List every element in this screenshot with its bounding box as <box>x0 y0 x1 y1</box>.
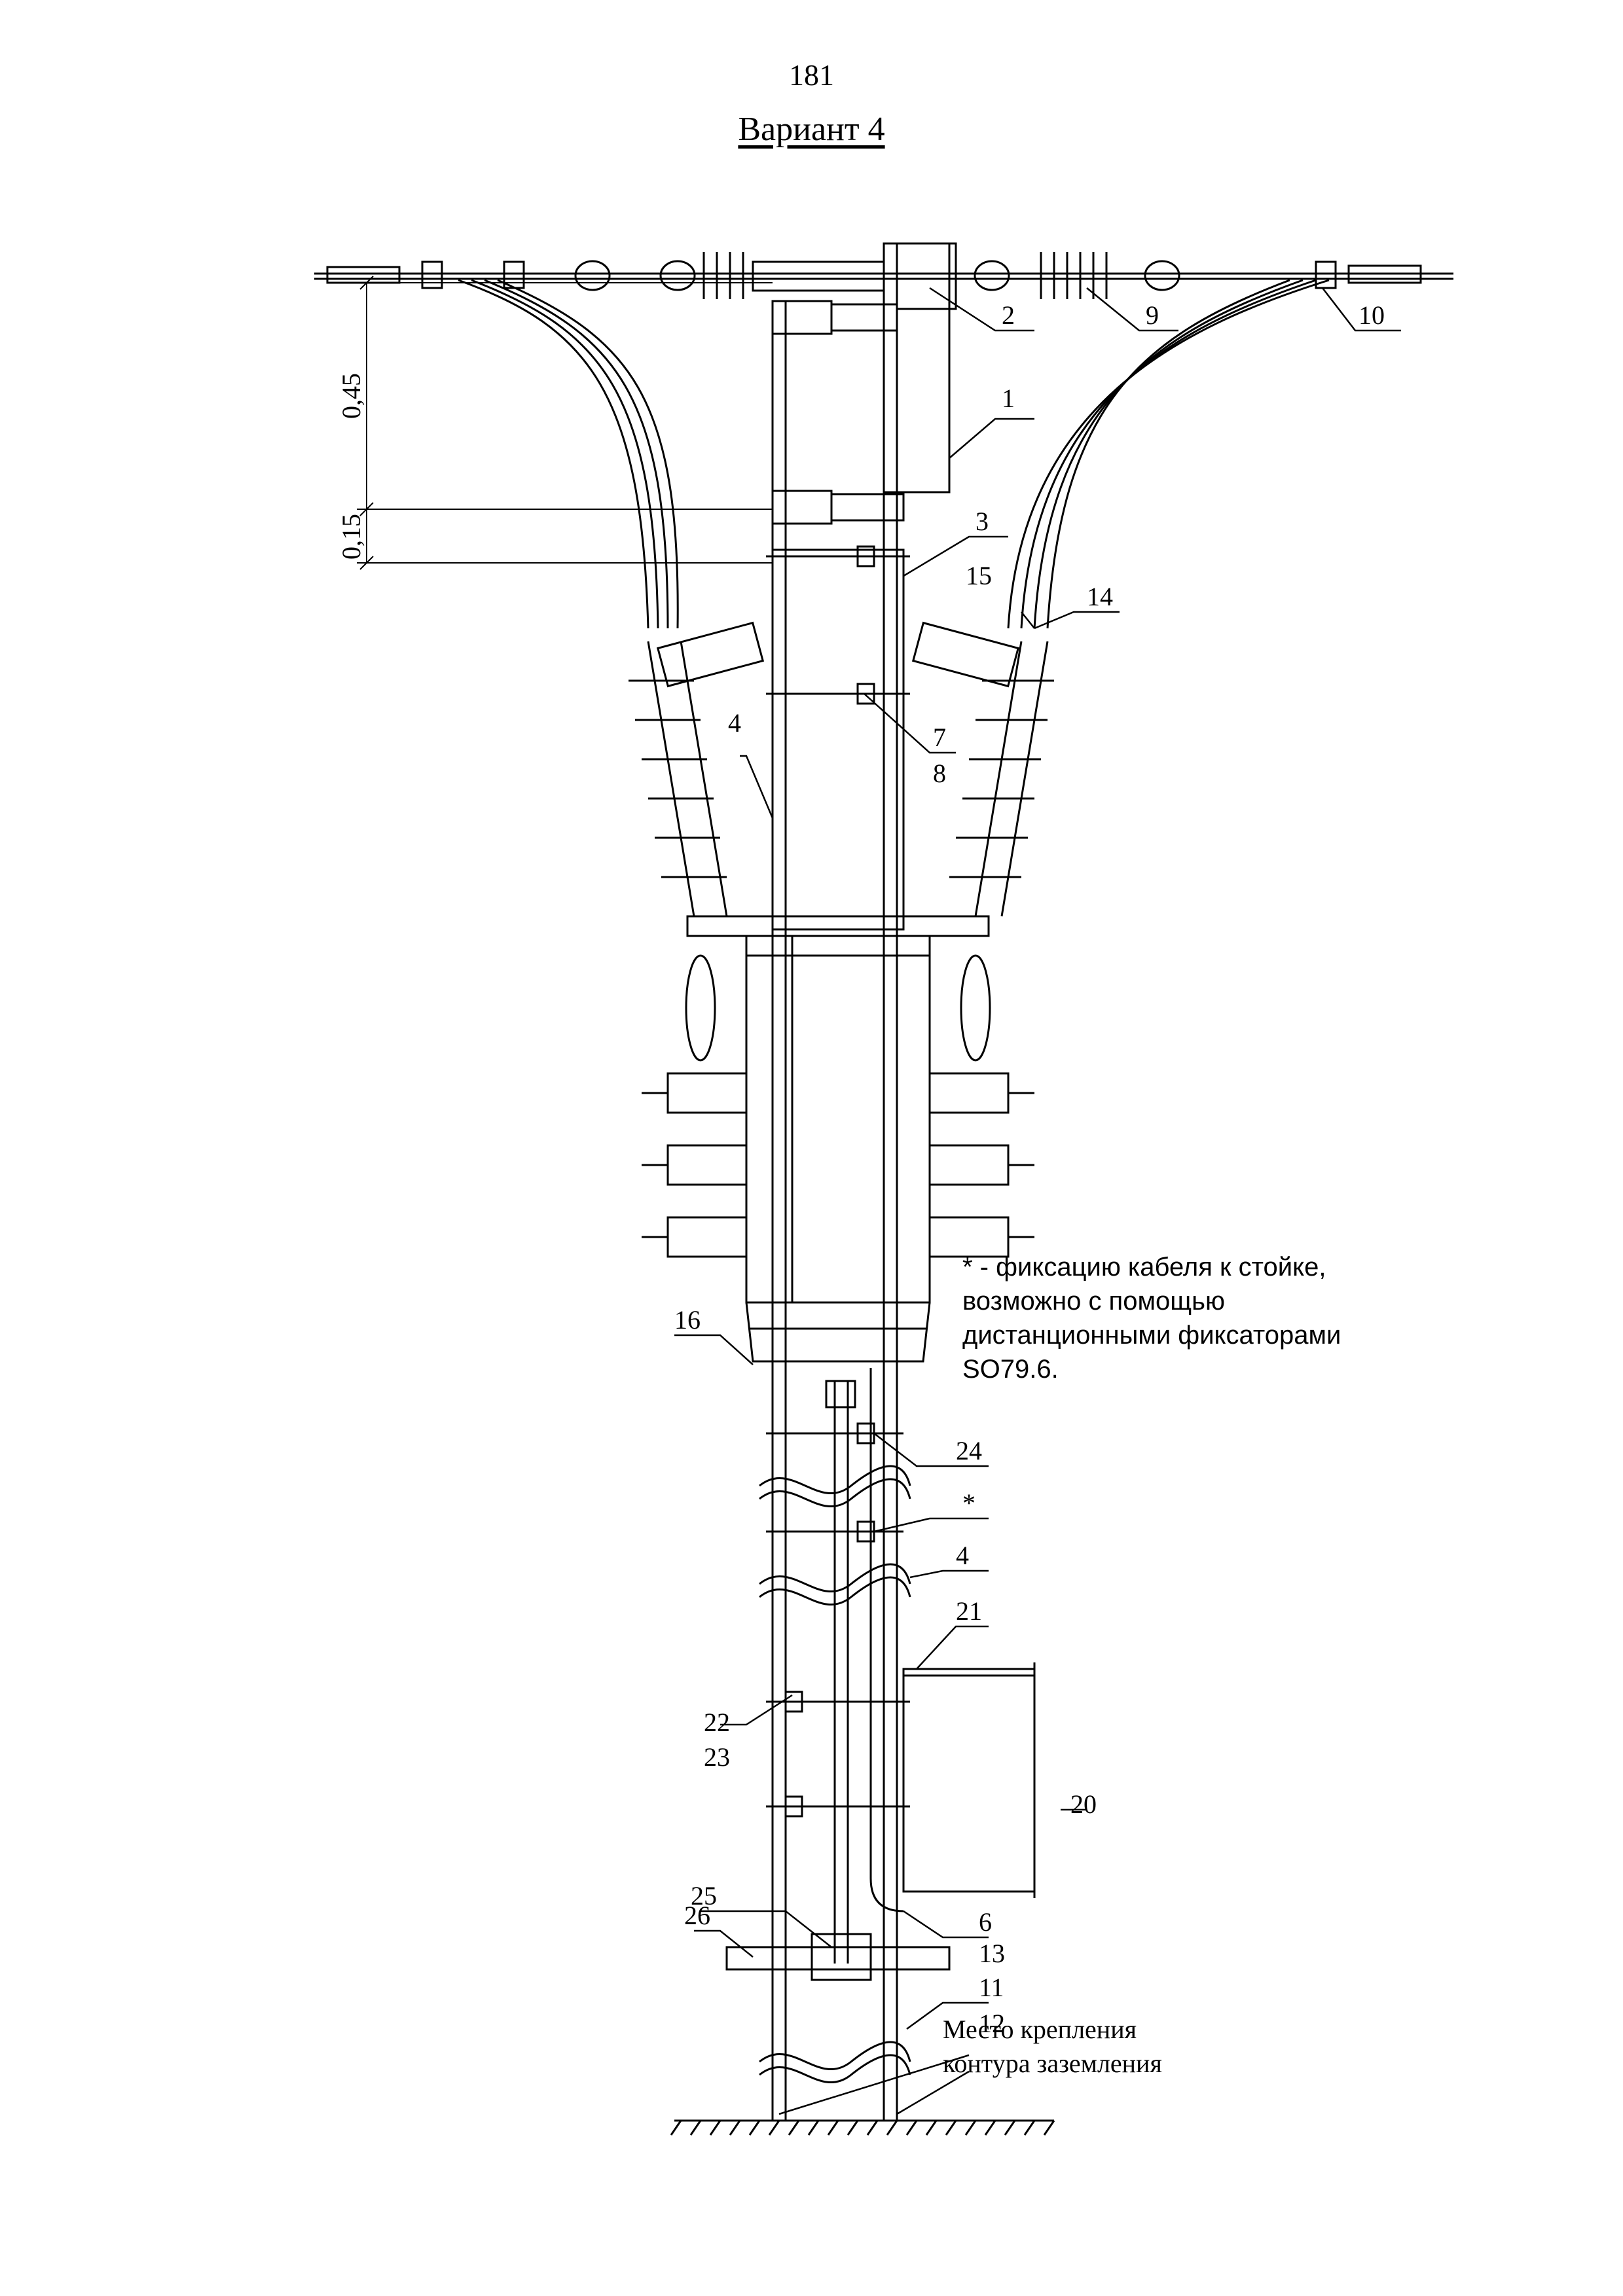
callout-4-lower: 4 <box>956 1541 969 1570</box>
callout-1: 1 <box>1002 384 1015 413</box>
callout-12: 12 <box>979 2009 1005 2038</box>
callout-6: 6 <box>979 1907 992 1937</box>
page-number: 181 <box>789 58 834 92</box>
callout-15: 15 <box>966 561 992 590</box>
callout-3: 3 <box>976 507 989 536</box>
page-title: Вариант 4 <box>0 110 1623 149</box>
ground-label-line-2: контура заземления <box>943 2049 1162 2078</box>
callout-4-upper: 4 <box>728 708 741 738</box>
switchgear-body <box>745 935 931 1363</box>
callout-20: 20 <box>1070 1789 1097 1819</box>
callout-7: 7 <box>933 723 946 752</box>
upper-brackets <box>771 300 905 525</box>
callout-22: 22 <box>704 1708 730 1737</box>
callout-16: 16 <box>674 1305 701 1335</box>
callout-14: 14 <box>1087 582 1113 611</box>
page-title-text: Вариант 4 <box>738 111 885 148</box>
callout-21: 21 <box>956 1596 982 1626</box>
callout-9: 9 <box>1146 300 1159 330</box>
callout-23: 23 <box>704 1742 730 1772</box>
down-cable <box>766 1368 904 1964</box>
callout-24: 24 <box>956 1436 982 1465</box>
leader-lines <box>674 287 1401 2115</box>
break-marks <box>759 1465 911 2084</box>
dimension-lines <box>357 276 773 570</box>
callouts: 1 2 3 4 4 6 7 8 9 10 11 12 13 14 15 16 2… <box>674 300 1385 2038</box>
mounting-frame <box>766 545 910 931</box>
ground-bus <box>725 1933 951 1981</box>
ground-label-line-1: Место крепления <box>943 2015 1137 2044</box>
tension-insulator-string <box>574 242 1180 310</box>
callout-11: 11 <box>979 1973 1004 2002</box>
lower-clamps <box>766 1691 910 1818</box>
lead-cables-right <box>1007 279 1330 629</box>
lead-cables-left <box>458 279 679 629</box>
arrester-right <box>911 621 1054 917</box>
arrester-left <box>629 621 765 917</box>
fixation-note: * - фиксацию кабеля к стойке, возможно с… <box>962 1250 1341 1386</box>
note-line-3: дистанционными фиксаторами <box>962 1321 1341 1350</box>
bushings-left <box>642 954 748 1258</box>
note-line-1: * - фиксацию кабеля к стойке, <box>962 1253 1326 1282</box>
callout-26: 26 <box>684 1901 710 1930</box>
ground-label: Место крепления контура заземления <box>943 2013 1162 2081</box>
bushings-right <box>928 954 1034 1258</box>
ground-line <box>670 2119 1055 2136</box>
callout-25: 25 <box>691 1881 717 1910</box>
callout-star: * <box>962 1488 976 1518</box>
callout-2: 2 <box>1002 300 1015 330</box>
note-line-2: возможно с помощью <box>962 1287 1225 1316</box>
callout-8: 8 <box>933 759 946 788</box>
metering-cabinet <box>902 1662 1036 1898</box>
callout-10: 10 <box>1359 300 1385 330</box>
callout-13: 13 <box>979 1939 1005 1968</box>
note-line-4: SO79.6. <box>962 1355 1059 1384</box>
control-box <box>883 242 951 493</box>
dimension-upper: 0,45 <box>337 373 366 419</box>
dimension-lower: 0,15 <box>337 514 366 560</box>
cross-arm <box>686 915 990 937</box>
